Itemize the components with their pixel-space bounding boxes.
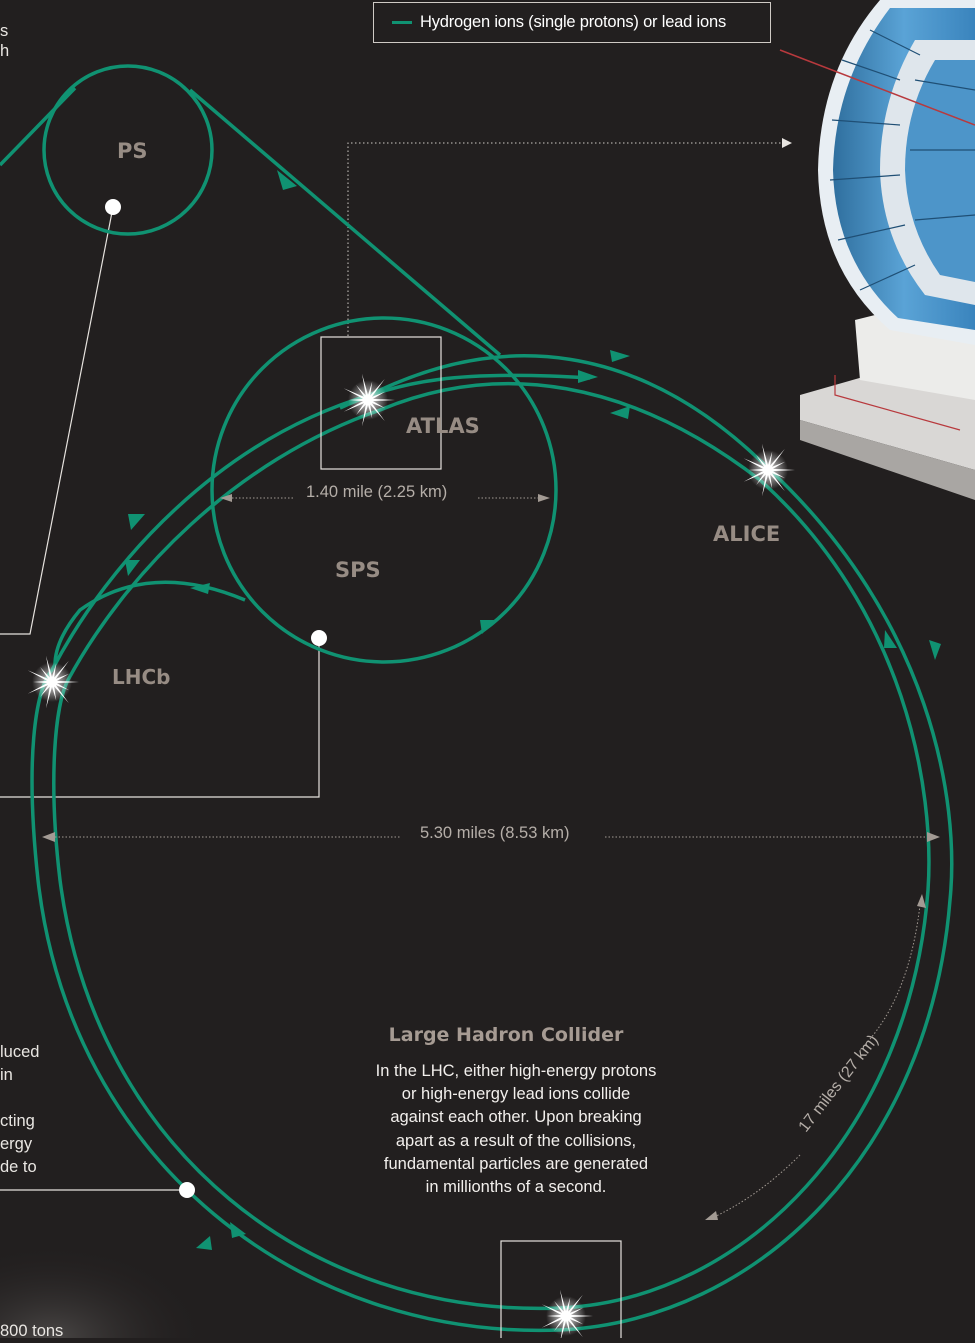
ps-to-sps-beam [188,88,502,357]
sps-diameter-indicator [220,494,550,502]
lhc-description: In the LHC, either high-energy protons o… [352,1060,680,1199]
fragment-text: h [0,42,10,60]
sps-label: SPS [335,558,381,582]
ps-node-dot [105,199,121,215]
atlas-label: ATLAS [406,414,480,438]
sps-ring [210,316,558,664]
lhc-description-line: against each other. Upon breaking [390,1108,642,1127]
atlas-collision-star [343,373,395,427]
cms-box [500,1240,622,1343]
lhcb-label: LHCb [112,665,171,689]
atlas-leader-arrow [782,138,792,148]
collision-stars [27,373,795,1343]
fragment-text: ergy [0,1135,33,1153]
lhc-diameter-label: 5.30 miles (8.53 km) [420,824,570,842]
lhc-description-line: apart as a result of the collisions, [395,1131,637,1150]
leader-lines [0,206,320,1191]
ps-label: PS [117,139,148,163]
lhc-title: Large Hadron Collider [388,1024,624,1046]
fragment-text: luced [0,1043,40,1061]
atlas-detector-illustration [779,0,975,500]
atlas-box [320,336,442,470]
legend: Hydrogen ions (single protons) or lead i… [373,2,771,43]
fragment-text: s [0,22,9,40]
ps-ring [42,64,214,236]
alice-collision-star [743,443,795,497]
lhcb-collision-star [27,655,79,709]
lhc-description-line: in millionths of a second. [425,1178,607,1197]
fragment-text: de to [0,1158,37,1176]
alice-label: ALICE [713,522,781,546]
lhc-circumference-indicator [705,894,926,1220]
ps-injection-beam [0,86,77,167]
sps-node-dot [311,630,327,646]
legend-label: Hydrogen ions (single protons) or lead i… [420,13,726,31]
legend-swatch [392,21,412,24]
fragment-text: 800 tons [0,1322,64,1340]
background-haze [0,1180,260,1338]
lhc-node-dot [179,1182,195,1198]
sps-diameter-label: 1.40 mile (2.25 km) [306,483,448,501]
lhc-description-line: or high-energy lead ions collide [401,1085,631,1104]
fragment-text: cting [0,1112,35,1130]
beam-direction-arrows [125,170,941,1250]
lhc-diameter-indicator [42,832,940,842]
lhc-description-line: In the LHC, either high-energy protons [375,1062,657,1080]
lhc-description-line: fundamental particles are generated [383,1154,649,1173]
cms-collision-star [541,1289,593,1343]
node-dots [105,199,327,1198]
atlas-leader-line [347,142,782,336]
fragment-text: in [0,1066,13,1084]
